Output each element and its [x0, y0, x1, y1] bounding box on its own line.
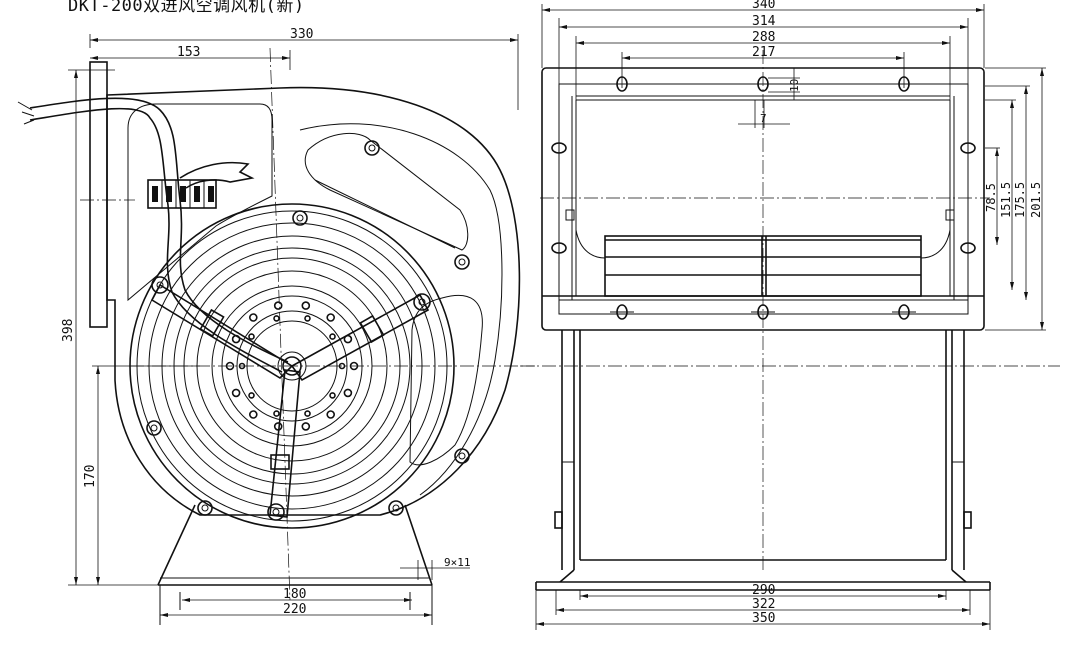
- rotor-bolt: [249, 313, 258, 322]
- rotor-bolt: [273, 315, 280, 322]
- terminal-block: [147, 179, 217, 209]
- front-view: 330 153 398 170: [17, 27, 535, 625]
- dim-label-288: 288: [752, 30, 775, 45]
- dim-axis-height: 170: [83, 365, 200, 585]
- rotor-bolt: [273, 301, 283, 310]
- rotor-bolts: [225, 301, 359, 431]
- rotor-bolt: [248, 392, 255, 399]
- dim-label-201-5: 201.5: [1029, 182, 1043, 218]
- dim-overall-height: 398: [61, 69, 160, 586]
- dim-label-322: 322: [752, 597, 775, 612]
- dim-label-153: 153: [177, 45, 200, 60]
- rotation-arrow: [179, 161, 255, 189]
- dim-small: 10 7: [738, 68, 801, 128]
- dim-label-220: 220: [283, 602, 306, 617]
- dim-label-78-5: 78.5: [984, 183, 998, 212]
- dim-top-widths: 340 314 288 217: [541, 0, 985, 100]
- dim-label-151-5: 151.5: [999, 182, 1013, 218]
- rotor-bolt: [326, 410, 336, 419]
- dim-bottom-widths: 290 322 350: [535, 583, 991, 630]
- dim-overall-width: 330: [89, 27, 519, 110]
- dim-label-350: 350: [752, 611, 775, 626]
- rotor-bolt: [304, 315, 311, 322]
- rotor-bolt: [231, 388, 241, 398]
- rotor-bolt: [304, 410, 311, 417]
- flange-clips: [565, 209, 955, 221]
- motor-bracket: [150, 276, 431, 521]
- dim-label-10: 10: [788, 79, 801, 92]
- dim-label-170: 170: [83, 465, 98, 488]
- scroll-housing: [106, 86, 521, 516]
- mounting-bolts: [146, 140, 470, 516]
- dim-label-slot: 9×11: [444, 556, 471, 569]
- rotor-bolt: [326, 313, 336, 322]
- dim-label-175-5: 175.5: [1013, 182, 1027, 218]
- dim-label-217: 217: [752, 45, 775, 60]
- dim-label-180: 180: [283, 587, 306, 602]
- dim-label-398: 398: [61, 319, 76, 342]
- dim-label-340: 340: [752, 0, 775, 12]
- rotor-bolt: [273, 410, 280, 417]
- housing-body: [535, 330, 991, 591]
- rotor-bolt: [343, 388, 353, 398]
- base-feet: [157, 504, 433, 625]
- dim-base: 180 220 9×11: [160, 556, 471, 617]
- rotor-bolt: [301, 301, 311, 310]
- dim-label-330: 330: [290, 27, 313, 42]
- rotor-bolt: [329, 333, 336, 340]
- drawing-title: DKT-200双进风空调风机(新): [68, 0, 305, 16]
- rotor-bolt: [329, 392, 336, 399]
- motor-mounting-plate: [89, 61, 108, 328]
- dim-label-290: 290: [752, 583, 775, 598]
- rotor-bolt: [248, 333, 255, 340]
- dim-axis-offset: 153: [90, 45, 291, 70]
- dim-right-heights: 78.5 151.5 175.5 201.5: [984, 67, 1046, 331]
- rotor-bolt: [301, 422, 311, 431]
- side-view: 340 314 288 217 10: [520, 0, 1060, 630]
- dim-label-314: 314: [752, 14, 776, 29]
- rotor-bolt: [249, 410, 258, 419]
